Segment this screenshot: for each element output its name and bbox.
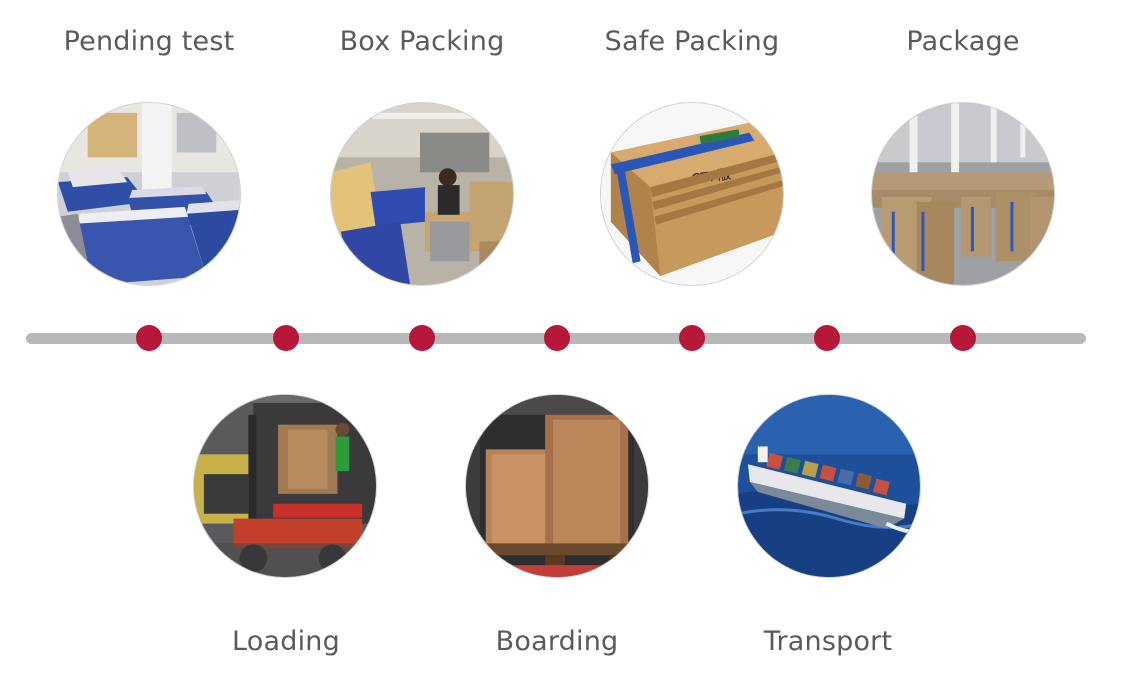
timeline-dot-7	[950, 325, 976, 351]
photo-package	[871, 102, 1055, 286]
ctp-carton-box-photo: CTP版	[601, 103, 783, 285]
timeline-dot-5	[679, 325, 705, 351]
step-label-package: Package	[906, 26, 1020, 57]
photo-safe-packing: CTP版	[600, 102, 784, 286]
timeline-dot-2	[273, 325, 299, 351]
timeline-dot-6	[814, 325, 840, 351]
photo-loading	[193, 394, 377, 578]
timeline-dot-4	[544, 325, 570, 351]
photo-box-packing	[330, 102, 514, 286]
photo-boarding	[465, 394, 649, 578]
forklift-loading-photo	[194, 395, 376, 577]
step-label-pending-test: Pending test	[63, 26, 235, 57]
timeline-dot-3	[409, 325, 435, 351]
container-pallets-photo	[466, 395, 648, 577]
step-label-box-packing: Box Packing	[339, 26, 505, 57]
step-label-safe-packing: Safe Packing	[604, 26, 780, 57]
warehouse-cartons-photo	[872, 103, 1054, 285]
printing-plates-stack-photo	[58, 103, 240, 285]
step-label-transport: Transport	[763, 626, 893, 657]
timeline-dot-1	[136, 325, 162, 351]
factory-packing-worker-photo	[331, 103, 513, 285]
container-ship-photo	[738, 395, 920, 577]
step-label-loading: Loading	[232, 626, 340, 657]
step-label-boarding: Boarding	[495, 626, 619, 657]
photo-pending-test	[57, 102, 241, 286]
photo-transport	[737, 394, 921, 578]
